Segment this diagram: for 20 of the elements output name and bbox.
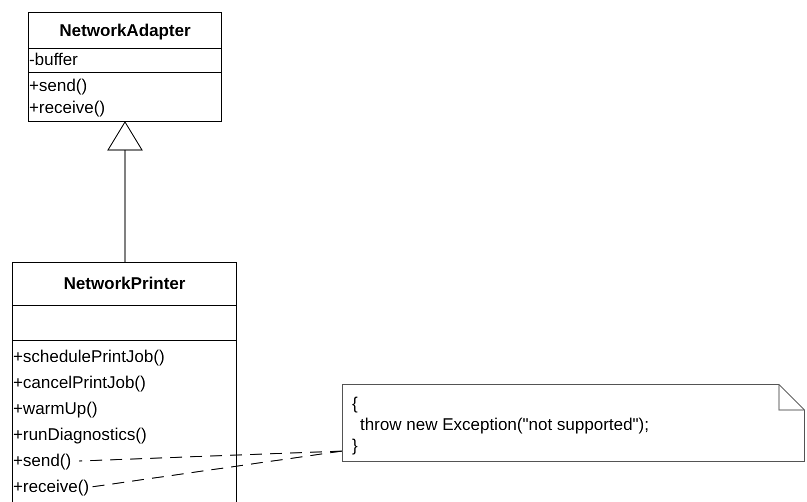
code-text: { bbox=[352, 393, 359, 414]
attribute-text: -buffer bbox=[29, 49, 79, 71]
method-text: +send() bbox=[13, 448, 80, 474]
class-box bbox=[28, 12, 222, 122]
method-text: +schedulePrintJob() bbox=[13, 346, 166, 368]
inheritance-arrow bbox=[108, 122, 142, 262]
method-text: +cancelPrintJob() bbox=[13, 372, 147, 394]
method-text: +warmUp() bbox=[13, 398, 99, 420]
class-box bbox=[12, 262, 237, 502]
method-text: +runDiagnostics() bbox=[13, 424, 148, 446]
method-text: +receive() bbox=[13, 474, 92, 500]
class-name: NetworkPrinter bbox=[64, 273, 186, 296]
dashed-connector bbox=[90, 450, 342, 488]
dashed-connector bbox=[78, 450, 342, 462]
code-text: } bbox=[352, 435, 359, 456]
note-box bbox=[342, 384, 805, 462]
method-text: +receive() bbox=[29, 97, 106, 119]
method-text: +send() bbox=[29, 75, 88, 97]
class-name: NetworkAdapter bbox=[59, 20, 191, 42]
code-text: throw new Exception("not supported"); bbox=[359, 414, 649, 435]
